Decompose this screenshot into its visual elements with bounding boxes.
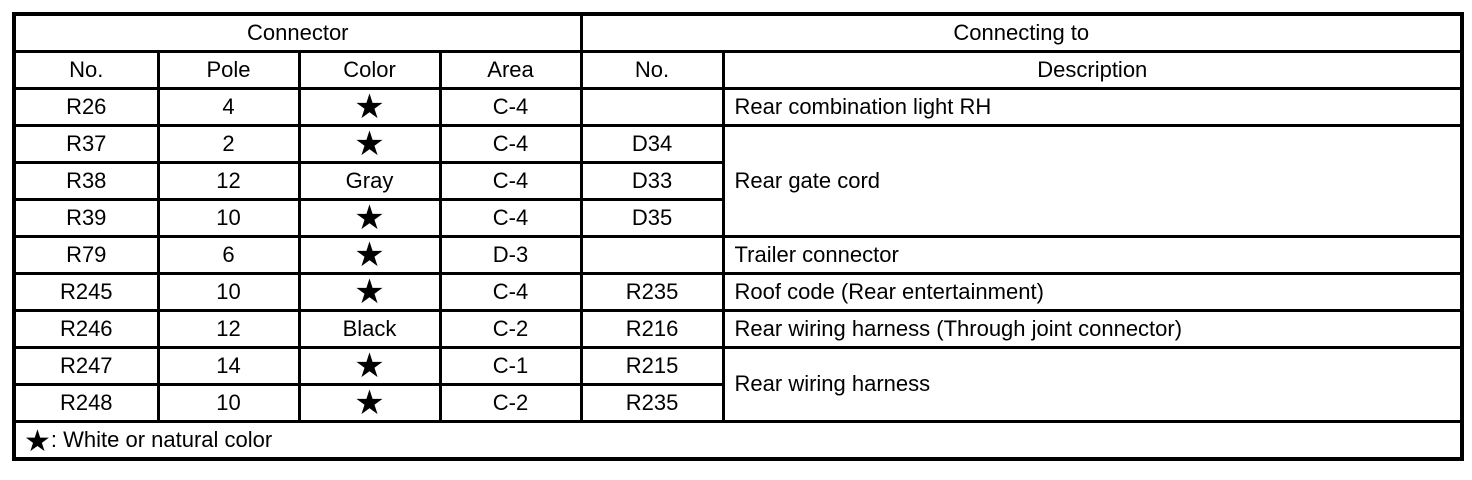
star-icon: ★ xyxy=(24,424,51,458)
column-header-area: Area xyxy=(438,50,583,90)
connecting-no-cell xyxy=(579,235,725,275)
no-cell: R247 xyxy=(12,346,160,386)
no-cell: R39 xyxy=(12,198,160,238)
star-icon: ★ xyxy=(297,272,442,312)
connecting-no-cell: D35 xyxy=(579,198,725,238)
description-cell: Rear wiring harness xyxy=(721,346,1464,423)
pole-cell: 2 xyxy=(156,124,301,164)
area-cell: D-3 xyxy=(438,235,583,275)
no-cell: R26 xyxy=(12,87,160,127)
description-cell: Rear wiring harness (Through joint conne… xyxy=(721,309,1464,349)
no-cell: R79 xyxy=(12,235,160,275)
area-cell: C-1 xyxy=(438,346,583,386)
area-cell: C-4 xyxy=(438,198,583,238)
area-cell: C-4 xyxy=(438,124,583,164)
pole-cell: 6 xyxy=(156,235,301,275)
area-cell: C-2 xyxy=(438,383,583,423)
area-cell: C-4 xyxy=(438,161,583,201)
connecting-no-cell: D33 xyxy=(579,161,725,201)
pole-cell: 10 xyxy=(156,272,301,312)
description-cell: Rear combination light RH xyxy=(721,87,1464,127)
column-header-no: No. xyxy=(12,50,160,90)
group-header-connector: Connector xyxy=(12,12,583,53)
pole-cell: 14 xyxy=(156,346,301,386)
footnote-text: : White or natural color xyxy=(50,426,273,452)
star-icon: ★ xyxy=(297,383,442,423)
connecting-no-cell: R216 xyxy=(579,309,725,349)
column-header-pole: Pole xyxy=(156,50,301,90)
group-header-connecting-to: Connecting to xyxy=(579,12,1464,53)
star-icon: ★ xyxy=(297,124,442,164)
connecting-no-cell: D34 xyxy=(579,124,725,164)
description-cell: Roof code (Rear entertainment) xyxy=(721,272,1464,312)
no-cell: R245 xyxy=(12,272,160,312)
pole-cell: 4 xyxy=(156,87,301,127)
connecting-no-cell xyxy=(579,87,725,127)
connecting-no-cell: R215 xyxy=(579,346,725,386)
area-cell: C-2 xyxy=(438,309,583,349)
pole-cell: 10 xyxy=(156,383,301,423)
color-cell: Gray xyxy=(297,161,442,201)
area-cell: C-4 xyxy=(438,272,583,312)
description-cell: Rear gate cord xyxy=(721,124,1464,238)
star-icon: ★ xyxy=(297,235,442,275)
pole-cell: 12 xyxy=(156,309,301,349)
no-cell: R38 xyxy=(12,161,160,201)
no-cell: R248 xyxy=(12,383,160,423)
connecting-no-cell: R235 xyxy=(579,272,725,312)
connecting-no-cell: R235 xyxy=(579,383,725,423)
pole-cell: 12 xyxy=(156,161,301,201)
column-header-description: Description xyxy=(721,50,1464,90)
connector-table: Connector Connecting to No. Pole Color A… xyxy=(12,12,1465,461)
color-cell: Black xyxy=(297,309,442,349)
footnote-cell: ★: White or natural color xyxy=(12,420,1464,461)
no-cell: R246 xyxy=(12,309,160,349)
column-header-connecting-no: No. xyxy=(579,50,725,90)
description-cell: Trailer connector xyxy=(721,235,1464,275)
area-cell: C-4 xyxy=(438,87,583,127)
no-cell: R37 xyxy=(12,124,160,164)
group-header-row: Connector Connecting to xyxy=(12,12,1464,53)
column-header-row: No. Pole Color Area No. Description xyxy=(12,50,1464,90)
star-icon: ★ xyxy=(297,198,442,238)
star-icon: ★ xyxy=(297,87,442,127)
footnote-row: ★: White or natural color xyxy=(12,420,1464,461)
star-icon: ★ xyxy=(297,346,442,386)
connector-table-container: Connector Connecting to No. Pole Color A… xyxy=(12,12,1465,461)
column-header-color: Color xyxy=(297,50,442,90)
pole-cell: 10 xyxy=(156,198,301,238)
